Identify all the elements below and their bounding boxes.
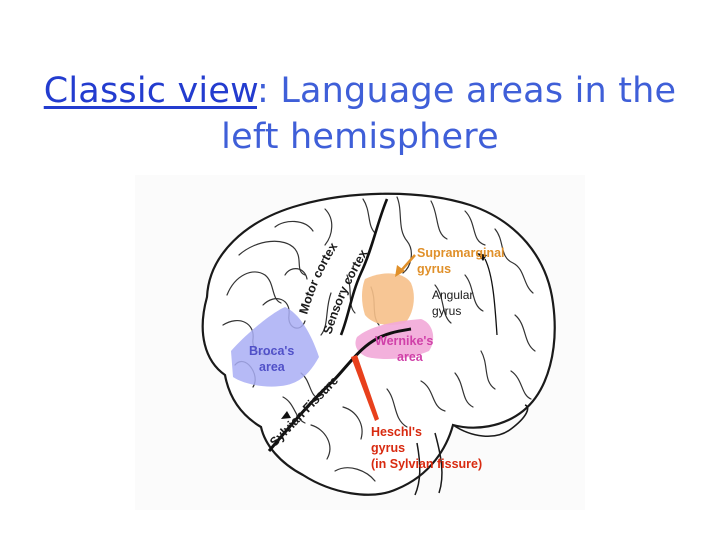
cerebellum-outline: [452, 404, 529, 438]
heschl-arrow: [351, 355, 379, 421]
supramarginal-pointer-head: [395, 265, 405, 277]
sylvian-fissure-line: [267, 327, 412, 452]
title-line-1-rest: : Language areas in the: [257, 71, 677, 111]
angular-label-line1: Angular: [432, 288, 473, 302]
broca-area-region: [231, 307, 319, 387]
supramarginal-gyrus-region: [362, 273, 414, 325]
wernicke-area-region: [355, 319, 434, 359]
angular-pointer-line: [484, 258, 498, 336]
title-line-2: left hemisphere: [221, 117, 499, 157]
heschl-label-line1: Heschl's: [371, 425, 422, 439]
angular-arrow-head: [477, 253, 487, 261]
supramarginal-label-line2: gyrus: [417, 262, 451, 276]
wernicke-label-line1: Wernike's: [375, 334, 433, 348]
slide-title: Classic view: Language areas in the left…: [0, 68, 720, 160]
sylvian-arrow-head: [281, 411, 291, 419]
central-sulcus: [339, 198, 389, 336]
heschl-label-line3: (in Sylvian fissure): [371, 457, 482, 471]
brainstem-outline: [414, 432, 443, 496]
brain-diagram: Motor cortex Sensory cortex Sylvian Fiss…: [135, 175, 585, 510]
heschl-label-line2: gyrus: [371, 441, 405, 455]
brain-diagram-svg: Motor cortex Sensory cortex Sylvian Fiss…: [135, 175, 585, 510]
angular-label-line2: gyrus: [432, 304, 461, 318]
supramarginal-label-line1: Supramarginal: [417, 246, 505, 260]
title-line-1: Classic view: Language areas in the: [0, 68, 720, 114]
broca-label-line2: area: [259, 360, 286, 374]
classic-view-link[interactable]: Classic view: [43, 71, 257, 111]
broca-label-line1: Broca's: [249, 344, 294, 358]
wernicke-label-line2: area: [397, 350, 424, 364]
